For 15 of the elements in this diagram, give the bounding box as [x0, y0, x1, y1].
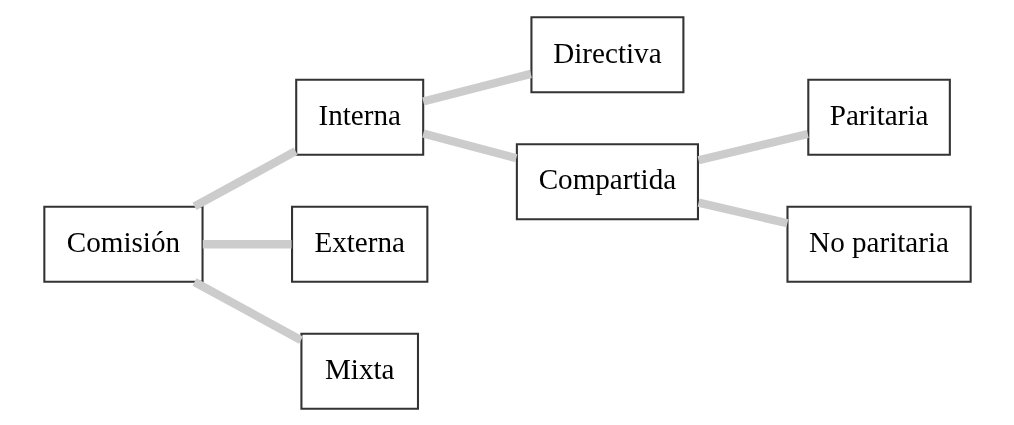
- connector: [192, 147, 298, 210]
- connector: [202, 239, 292, 248]
- node-box: Directiva: [529, 15, 684, 93]
- node-box: Comisión: [42, 205, 204, 283]
- node-box: Interna: [294, 78, 424, 156]
- connector: [697, 198, 788, 227]
- connector: [421, 129, 517, 162]
- node-box: Paritaria: [806, 78, 951, 156]
- node-box: Externa: [290, 205, 428, 283]
- connector: [192, 277, 303, 344]
- node-box: Mixta: [299, 332, 419, 410]
- connector: [697, 129, 809, 164]
- node-box: Compartida: [515, 142, 699, 220]
- node-box: No paritaria: [785, 205, 972, 283]
- connector: [421, 69, 532, 106]
